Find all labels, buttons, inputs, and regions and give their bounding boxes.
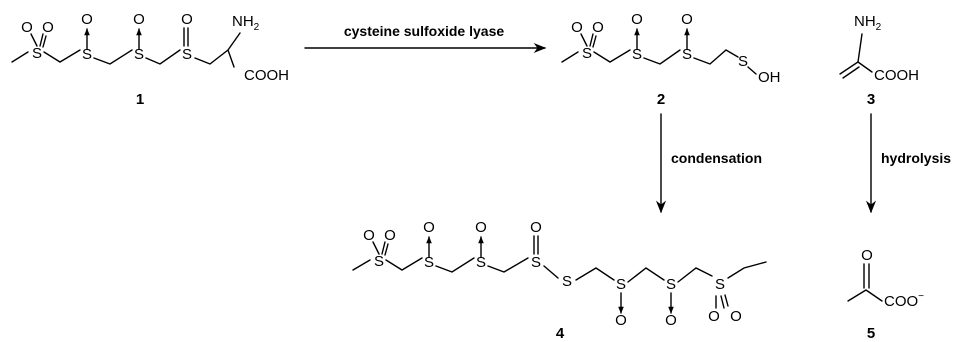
sulfoxide-sulfur: S — [182, 46, 192, 63]
carboxyl-label: COOH — [874, 67, 919, 84]
carboxylate-label: COO− — [884, 291, 924, 310]
compound-number-5: 5 — [867, 325, 875, 342]
oxygen-label: O — [475, 219, 487, 236]
oxygen-label: O — [708, 308, 720, 325]
sulfonyl-sulfur: S — [715, 276, 725, 293]
oxygen-label: O — [42, 19, 54, 36]
oxygen-label: O — [363, 227, 375, 244]
oxygen-label: O — [861, 247, 873, 264]
amino-label: NH2 — [854, 13, 882, 33]
compound-number-4: 4 — [556, 325, 565, 342]
oxygen-label: O — [384, 227, 396, 244]
arrow-lyase: cysteine sulfoxide lyase — [304, 23, 547, 54]
sulfonyl-sulfur: S — [582, 45, 592, 62]
hydroxyl-label: OH — [758, 69, 781, 86]
compound-1: S O O S O S O S O NH2 COOH 1 — [11, 11, 289, 108]
condensation-label: condensation — [671, 150, 762, 166]
oxygen-label: O — [133, 11, 145, 28]
sulfoxide-sulfur: S — [531, 254, 541, 271]
sulfoxide-sulfur: S — [134, 46, 144, 63]
oxygen-label: O — [181, 11, 193, 28]
sulfoxide-sulfur: S — [424, 254, 434, 271]
arrow-hydrolysis: hydrolysis — [865, 113, 951, 214]
carboxyl-label: COOH — [244, 67, 289, 84]
sulfoxide-sulfur: S — [82, 46, 92, 63]
oxygen-label: O — [81, 11, 93, 28]
oxygen-label: O — [665, 312, 677, 329]
compound-2: S O O S O S O S OH 2 — [561, 11, 781, 108]
sulfenic-sulfur: S — [738, 53, 748, 70]
oxygen-label: O — [730, 308, 742, 325]
sulfoxide-sulfur: S — [682, 46, 692, 63]
oxygen-label: O — [530, 219, 542, 236]
compound-number-3: 3 — [867, 91, 875, 108]
compound-4: S O O S O S O S O S S O S O S O O 4 — [352, 219, 767, 342]
compound-number-1: 1 — [136, 91, 144, 108]
hydrolysis-label: hydrolysis — [881, 150, 951, 166]
oxygen-label: O — [615, 312, 627, 329]
amino-label: NH2 — [232, 13, 260, 33]
oxygen-label: O — [631, 11, 643, 28]
sulfoxide-sulfur: S — [616, 276, 626, 293]
oxygen-label: O — [681, 11, 693, 28]
sulfoxide-sulfur: S — [476, 254, 486, 271]
lyase-label: cysteine sulfoxide lyase — [344, 23, 505, 39]
sulfoxide-sulfur: S — [632, 46, 642, 63]
sulfide-sulfur: S — [562, 273, 572, 290]
sulfonyl-sulfur: S — [374, 253, 384, 270]
oxygen-label: O — [21, 19, 33, 36]
oxygen-label: O — [571, 19, 583, 36]
sulfonyl-sulfur: S — [32, 45, 42, 62]
oxygen-label: O — [423, 219, 435, 236]
compound-3: NH2 COOH 3 — [839, 13, 919, 108]
sulfoxide-sulfur: S — [666, 276, 676, 293]
compound-number-2: 2 — [657, 91, 665, 108]
oxygen-label: O — [592, 19, 604, 36]
compound-5: O COO− 5 — [847, 247, 924, 342]
arrow-condensation: condensation — [655, 113, 762, 214]
